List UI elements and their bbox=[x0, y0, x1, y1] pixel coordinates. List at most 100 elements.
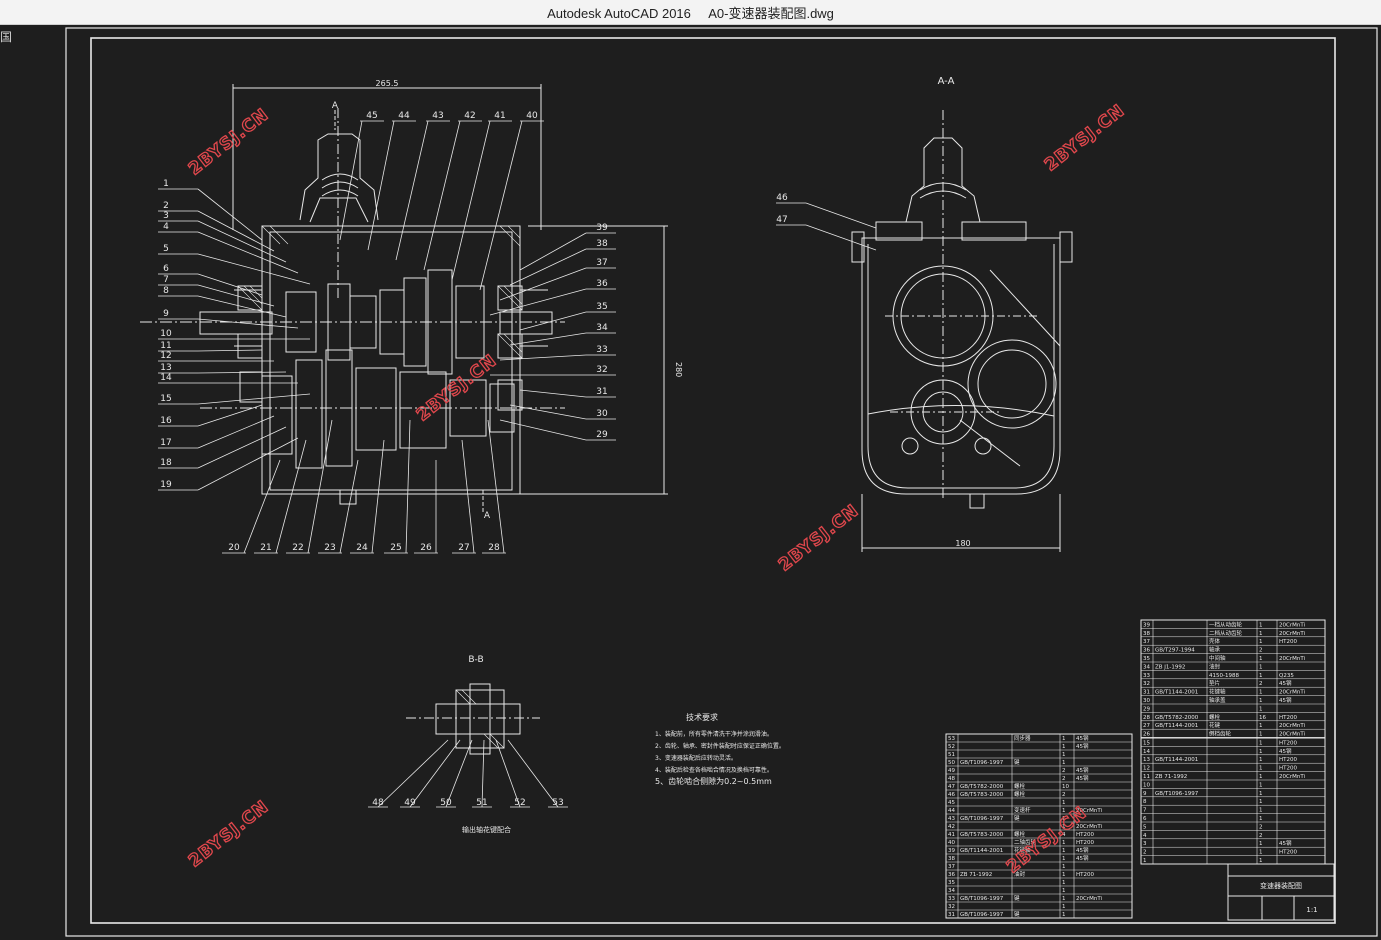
bom-upper-cell: 16 bbox=[1259, 715, 1266, 721]
bb-caption: 输出轴花键配合 bbox=[462, 825, 511, 834]
side-panel-glyph: 国 bbox=[0, 30, 13, 44]
bom-upper-cell: 1 bbox=[1259, 706, 1263, 712]
callout-38: 38 bbox=[596, 239, 608, 249]
bom-lower-left-cell: 二轴齿轮 bbox=[1014, 838, 1037, 846]
callout-4: 4 bbox=[163, 222, 169, 232]
bom-upper-cell: 轴承 bbox=[1209, 646, 1221, 654]
bom-lower-left-cell: 1 bbox=[1062, 760, 1066, 766]
bom-upper-cell: 20CrMnTi bbox=[1279, 732, 1306, 738]
bom-lower-left-cell: 油封 bbox=[1014, 870, 1026, 878]
bom-upper-cell: 1 bbox=[1259, 723, 1263, 729]
bom-lower-mid-cell: 13 bbox=[1143, 757, 1150, 763]
bom-lower-left-cell: GB/T1144-2001 bbox=[960, 848, 1003, 854]
bom-lower-mid-cell: GB/T1144-2001 bbox=[1155, 757, 1198, 763]
bom-lower-left-cell: 34 bbox=[948, 888, 955, 894]
bom-lower-mid-cell: 45钢 bbox=[1279, 839, 1292, 847]
bom-lower-left-cell: HT200 bbox=[1076, 840, 1094, 846]
bom-lower-mid-cell: 1 bbox=[1259, 757, 1263, 763]
section-aa-title: A-A bbox=[938, 76, 955, 87]
bom-lower-left-cell: 38 bbox=[948, 856, 955, 862]
tech-req-item: 3、变速器装配后应转动灵活。 bbox=[655, 754, 737, 762]
bom-upper-cell: HT200 bbox=[1279, 715, 1297, 721]
bom-upper-cell: 1 bbox=[1259, 664, 1263, 670]
bom-upper-cell: HT200 bbox=[1279, 639, 1297, 645]
bom-lower-left-cell: 1 bbox=[1062, 800, 1066, 806]
callout-13: 13 bbox=[160, 363, 171, 373]
bom-lower-left-cell: 37 bbox=[948, 864, 955, 870]
bom-upper-cell: 27 bbox=[1143, 723, 1150, 729]
bom-lower-left-cell: 变速杆 bbox=[1014, 806, 1031, 814]
bom-upper-cell: GB/T1144-2001 bbox=[1155, 723, 1198, 729]
bom-lower-mid-cell: 15 bbox=[1143, 740, 1150, 746]
bom-lower-mid-cell: 45钢 bbox=[1279, 747, 1292, 755]
bom-lower-left-cell: GB/T5782-2000 bbox=[960, 784, 1004, 790]
bom-upper-cell: 29 bbox=[1143, 706, 1150, 712]
callout-27: 27 bbox=[458, 543, 469, 553]
tech-req-item: 5、齿轮啮合侧隙为0.2~0.5mm bbox=[655, 776, 772, 786]
callout-22: 22 bbox=[292, 543, 303, 553]
bom-lower-left-cell: 螺栓 bbox=[1014, 782, 1026, 790]
bom-lower-left-cell: 50 bbox=[948, 760, 955, 766]
bom-lower-left-cell: 花键轴 bbox=[1014, 846, 1031, 854]
side-dimension: 280 bbox=[674, 362, 683, 377]
callout-24: 24 bbox=[356, 543, 368, 553]
bom-lower-mid-cell: 1 bbox=[1259, 791, 1263, 797]
callout-9: 9 bbox=[163, 309, 169, 319]
bom-lower-left-cell: 1 bbox=[1062, 848, 1066, 854]
callout-47: 47 bbox=[776, 215, 787, 225]
bom-lower-left-cell: 2 bbox=[1062, 768, 1066, 774]
callout-21: 21 bbox=[260, 543, 271, 553]
bom-lower-left-cell: 2 bbox=[1062, 776, 1066, 782]
bom-upper-cell: 油封 bbox=[1209, 662, 1221, 670]
bom-lower-left-cell: 10 bbox=[1062, 784, 1069, 790]
bom-upper-cell: 轴承盖 bbox=[1209, 696, 1226, 704]
bom-lower-left-cell: 45钢 bbox=[1076, 766, 1089, 774]
bom-lower-mid-cell: 12 bbox=[1143, 766, 1150, 772]
bom-lower-left-cell: 20CrMnTi bbox=[1076, 808, 1103, 814]
bom-lower-left-cell: 45钢 bbox=[1076, 734, 1089, 742]
callout-45: 45 bbox=[366, 111, 377, 121]
bom-lower-left-cell: 1 bbox=[1062, 752, 1066, 758]
watermark-text: 2BYSJ.CN bbox=[185, 797, 273, 872]
callout-2: 2 bbox=[163, 201, 169, 211]
bom-lower-left-cell: 键 bbox=[1014, 758, 1020, 766]
bom-upper-cell: 20CrMnTi bbox=[1279, 690, 1306, 696]
callout-5: 5 bbox=[163, 244, 169, 254]
watermark-text: 2BYSJ.CN bbox=[185, 105, 273, 180]
bom-upper-cell: 1 bbox=[1259, 631, 1263, 637]
tech-req-item: 1、装配前，所有零件清洗干净并涂润滑油。 bbox=[655, 730, 773, 738]
bom-upper-cell: 20CrMnTi bbox=[1279, 656, 1306, 662]
callout-18: 18 bbox=[160, 458, 172, 468]
bom-upper-cell: 34 bbox=[1143, 664, 1150, 670]
bom-lower-left-cell: 1 bbox=[1062, 912, 1066, 918]
callout-17: 17 bbox=[160, 438, 171, 448]
bom-upper-cell: 28 bbox=[1143, 715, 1150, 721]
bom-lower-mid-cell: HT200 bbox=[1279, 850, 1297, 856]
bom-lower-left-cell: 45钢 bbox=[1076, 846, 1089, 854]
bom-upper-cell: 36 bbox=[1143, 648, 1150, 654]
bom-upper-cell: GB/T297-1994 bbox=[1155, 648, 1195, 654]
callout-50: 50 bbox=[440, 798, 452, 808]
bom-upper-cell: 35 bbox=[1143, 656, 1150, 662]
bom-lower-left-cell: 35 bbox=[948, 880, 955, 886]
bom-lower-left-cell: 31 bbox=[948, 912, 955, 918]
bom-lower-left-cell: 1 bbox=[1062, 744, 1066, 750]
bom-lower-left-cell: 44 bbox=[948, 808, 955, 814]
watermark-text: 2BYSJ.CN bbox=[1041, 101, 1129, 176]
bom-lower-left-cell: HT200 bbox=[1076, 832, 1094, 838]
bom-lower-mid-cell: GB/T1096-1997 bbox=[1155, 791, 1199, 797]
bom-lower-left-cell: 1 bbox=[1062, 864, 1066, 870]
bom-upper-cell: 1 bbox=[1259, 622, 1263, 628]
bom-lower-left-cell: 45钢 bbox=[1076, 854, 1089, 862]
bom-lower-mid-cell: HT200 bbox=[1279, 740, 1297, 746]
bom-lower-left-cell: 键 bbox=[1014, 814, 1020, 822]
bom-lower-left-cell: 1 bbox=[1062, 872, 1066, 878]
bom-lower-mid-cell: 1 bbox=[1259, 749, 1263, 755]
callout-7: 7 bbox=[163, 275, 169, 285]
bom-lower-mid-cell: 1 bbox=[1259, 850, 1263, 856]
drawing-canvas[interactable]: 265.5 280 A A 12345678910111213141516171… bbox=[0, 24, 1381, 940]
callout-39: 39 bbox=[596, 223, 608, 233]
bom-lower-left-cell: 1 bbox=[1062, 880, 1066, 886]
bom-lower-left-cell: 键 bbox=[1014, 894, 1020, 902]
bom-lower-mid-cell: 1 bbox=[1259, 808, 1263, 814]
